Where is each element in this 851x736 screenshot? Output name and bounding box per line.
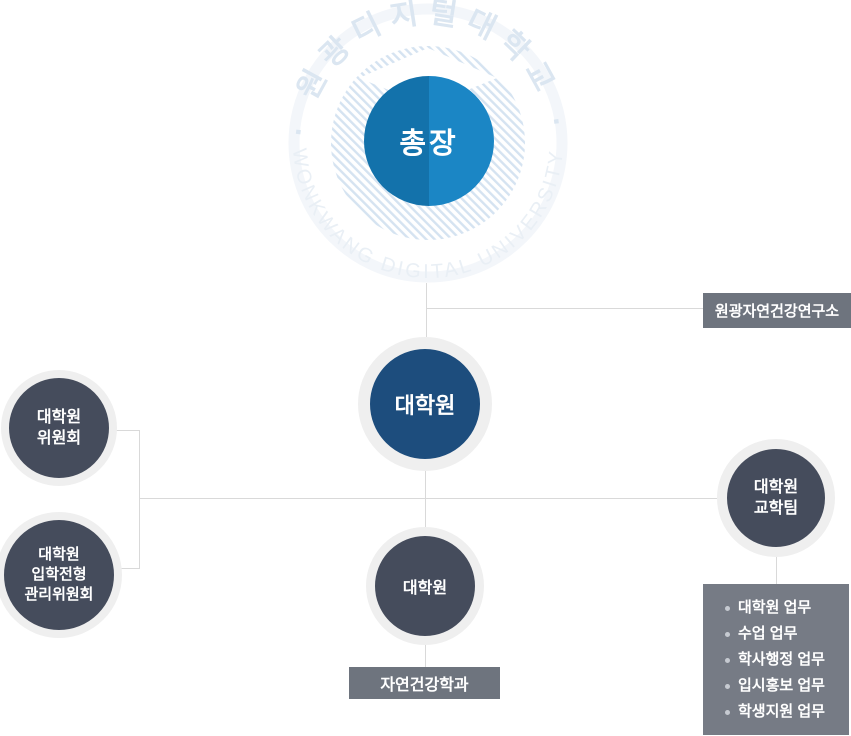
duty-item: 수업 업무 [725,621,849,647]
graduate-school-label: 대학원 [394,393,456,418]
bullet-icon [725,683,730,689]
bullet-icon [725,631,730,637]
line-main-horizontal [139,498,717,499]
admission-committee-node: 대학원 입학전형 관리위원회 [0,512,122,638]
duty-item: 학사행정 업무 [725,647,849,673]
line-president-to-graduate [426,283,427,337]
graduate-committee-label-line2: 위원회 [36,430,82,447]
graduate-committee-label-line1: 대학원 [36,409,82,426]
duty-item-label: 학생지원 업무 [738,703,825,720]
graduate-school-sub-label: 대학원 [402,580,448,597]
academic-affairs-team-label-line1: 대학원 [753,479,799,496]
duty-item-label: 학사행정 업무 [738,651,825,668]
duty-item: 학생지원 업무 [725,699,849,725]
line-to-department-box [425,645,426,667]
graduate-committee-node: 대학원 위원회 [1,370,117,486]
duty-item: 대학원 업무 [725,595,849,621]
line-to-duties-box [776,557,777,584]
line-admission-stub [118,568,139,569]
seal-outer-ring [288,3,568,283]
graduate-school-node: 대학원 [358,337,492,471]
academic-affairs-team-node: 대학원 교학팀 [717,439,835,557]
bullet-icon [725,605,730,611]
line-left-elbow-vertical [139,430,140,569]
duty-item: 입시홍보 업무 [725,673,849,699]
duties-box: 대학원 업무 수업 업무 학사행정 업무 입시홍보 업무 학생지원 업무 [703,584,849,735]
bullet-icon [725,657,730,663]
president-node: 총장 [364,76,494,206]
bullet-icon [725,709,730,715]
research-institute-label: 원광자연건강연구소 [714,303,840,320]
admission-committee-label-line2: 입학전형 [31,566,87,583]
line-to-research-institute [427,308,703,309]
line-committee-stub [114,430,139,431]
duties-list: 대학원 업무 수업 업무 학사행정 업무 입시홍보 업무 학생지원 업무 [703,584,849,725]
department-label: 자연건강학과 [380,677,469,694]
graduate-school-sub-node: 대학원 [366,527,484,645]
research-institute-box: 원광자연건강연구소 [703,293,851,328]
duty-item-label: 대학원 업무 [738,599,812,616]
academic-affairs-team-label-line2: 교학팀 [753,500,799,517]
admission-committee-label-line1: 대학원 [38,546,80,563]
president-label: 총장 [399,128,459,160]
duty-item-label: 입시홍보 업무 [738,677,825,694]
department-box: 자연건강학과 [349,667,500,699]
university-seal-watermark: · 원광디지털대학교 · WONKWANG DIGITAL UNIVERSITY [282,0,568,283]
duty-item-label: 수업 업무 [738,625,798,642]
line-graduate-to-sub [425,471,426,527]
admission-committee-label-line3: 관리위원회 [24,586,94,603]
